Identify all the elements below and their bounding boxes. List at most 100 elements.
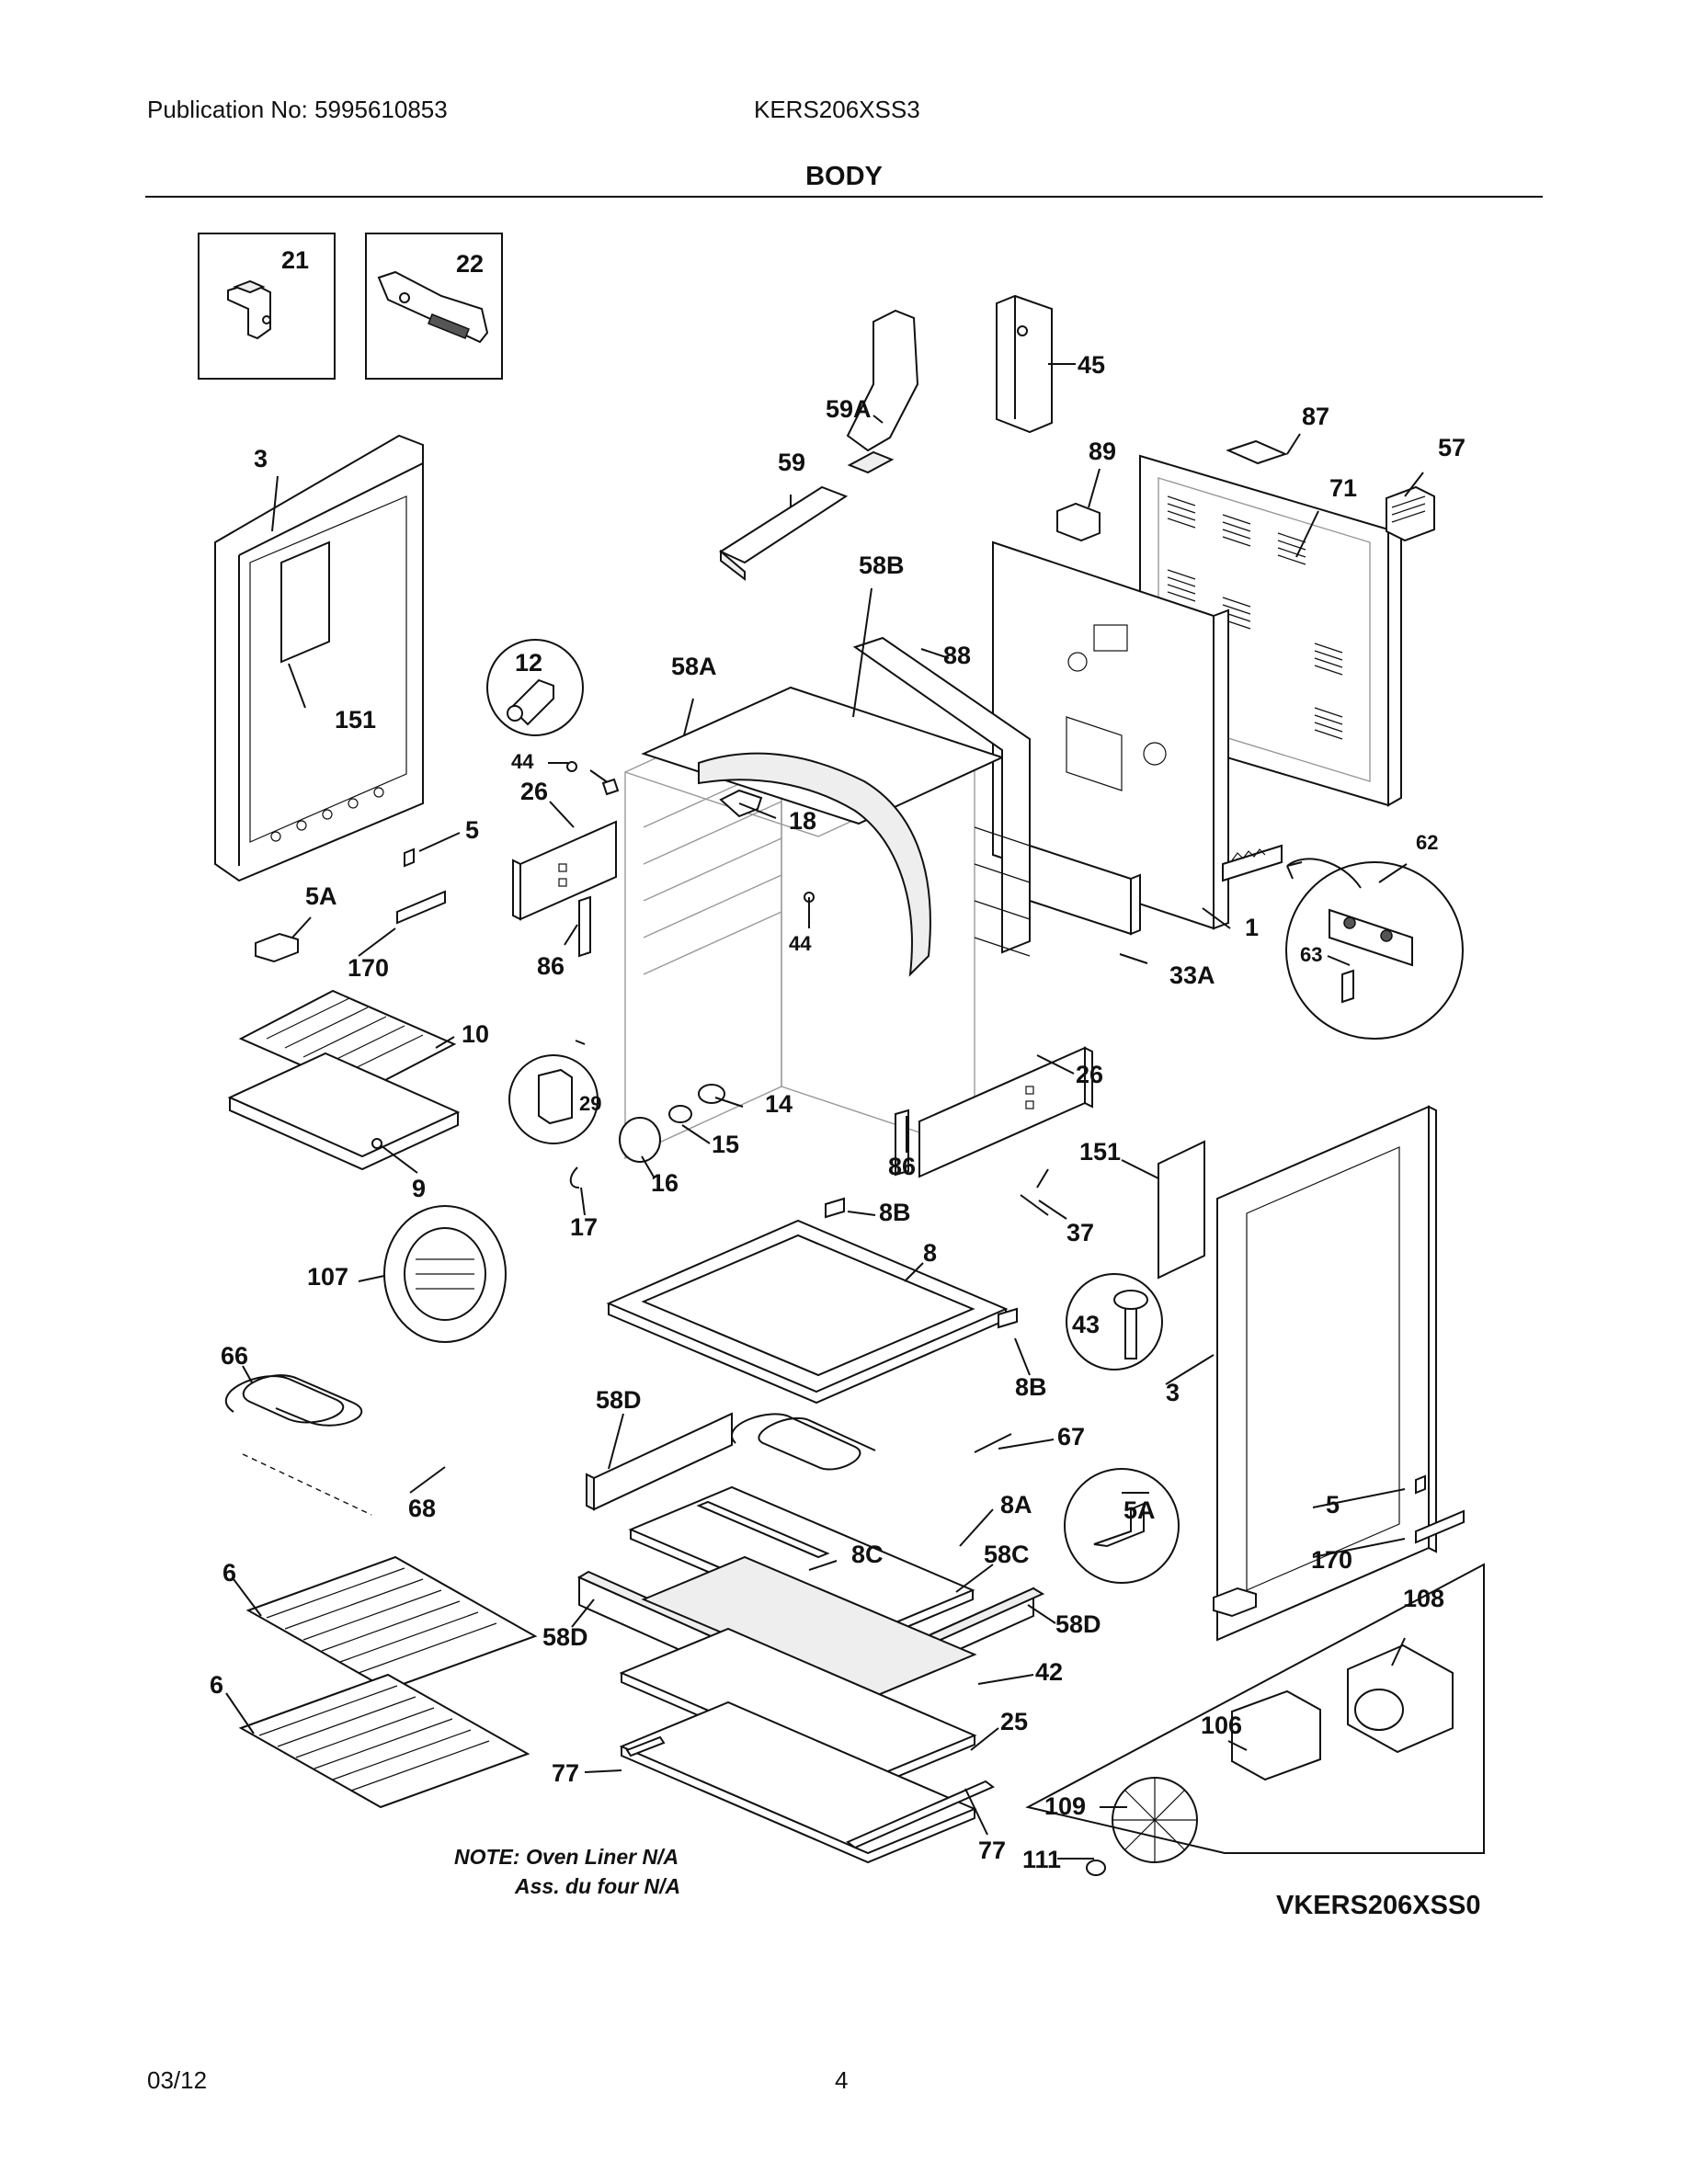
label-5-left: 5 [465, 816, 479, 844]
header-rule [145, 196, 1543, 198]
label-9: 9 [412, 1175, 426, 1202]
label-8B-bottom: 8B [1015, 1373, 1047, 1401]
part-86-right-strip [895, 1109, 909, 1177]
part-5A-inset-right [1064, 1468, 1180, 1584]
label-151-right: 151 [1079, 1138, 1121, 1166]
label-58B: 58B [859, 552, 905, 579]
label-15: 15 [712, 1131, 739, 1158]
part-44-screw-top [566, 761, 620, 796]
insulation-58B [852, 636, 1031, 954]
convection-fan-inset [1025, 1563, 1485, 1854]
part-77-right-rail [846, 1780, 995, 1849]
part-89-bracket [1056, 502, 1101, 542]
label-58A: 58A [671, 653, 717, 680]
part-8B-bracket-top [825, 1197, 845, 1219]
label-57: 57 [1438, 434, 1466, 461]
label-5-right: 5 [1326, 1491, 1340, 1519]
label-42: 42 [1035, 1658, 1063, 1686]
label-10: 10 [462, 1020, 489, 1048]
label-3-right: 3 [1166, 1379, 1180, 1406]
part-37-wire [1020, 1168, 1049, 1216]
label-29: 29 [579, 1092, 601, 1115]
rear-panel-71-vents [1167, 495, 1343, 740]
rear-panel-1 [992, 540, 1229, 930]
label-1: 1 [1245, 914, 1259, 941]
publication-number: Publication No: 5995610853 [147, 96, 448, 123]
label-67: 67 [1057, 1423, 1085, 1450]
label-16: 16 [651, 1169, 679, 1197]
side-bracket-26-right [918, 1046, 1093, 1178]
label-88: 88 [943, 642, 971, 669]
part-9-broil-pan [227, 1052, 461, 1171]
label-68: 68 [408, 1495, 436, 1522]
arrow-62 [1286, 858, 1362, 889]
label-58D-top: 58D [596, 1386, 642, 1414]
part-14-socket [698, 1084, 725, 1104]
label-45: 45 [1078, 351, 1105, 379]
note-ass-du-four: Ass. du four N/A [514, 1874, 680, 1898]
label-151-left: 151 [335, 706, 376, 734]
part-86-left-strip [578, 895, 591, 958]
insulation-58A [641, 686, 1005, 977]
part-62-terminal [1222, 844, 1283, 882]
label-5A-left: 5A [305, 882, 337, 910]
part-8-oven-bottom [606, 1219, 1009, 1405]
label-26-right: 26 [1076, 1061, 1103, 1088]
label-8A: 8A [1000, 1491, 1032, 1519]
label-89: 89 [1089, 438, 1116, 465]
part-43-inset [1066, 1273, 1163, 1371]
label-44-mid: 44 [789, 932, 812, 955]
label-86-left: 86 [537, 952, 565, 980]
part-6-rack-bottom [238, 1673, 530, 1809]
label-86-right: 86 [888, 1153, 916, 1180]
part-151-right-bracket [1158, 1140, 1205, 1280]
part-108-motor [1347, 1644, 1454, 1754]
part-29-inset [508, 1054, 599, 1144]
part-8C-bracket [696, 1500, 830, 1559]
part-87-plate [1226, 439, 1288, 465]
label-8C: 8C [851, 1541, 884, 1568]
label-37: 37 [1066, 1219, 1094, 1246]
label-106: 106 [1201, 1712, 1242, 1739]
label-18: 18 [789, 807, 816, 835]
door-panel-right [1216, 1105, 1437, 1642]
section-title: BODY [805, 162, 883, 191]
part-15-bulb [668, 1105, 692, 1123]
label-58C: 58C [984, 1541, 1030, 1568]
label-12: 12 [515, 649, 542, 677]
part-107-fan-cover [383, 1205, 507, 1343]
label-14: 14 [765, 1090, 793, 1118]
label-170-right: 170 [1311, 1546, 1352, 1574]
part-62-inset [1285, 861, 1464, 1040]
label-62: 62 [1416, 831, 1438, 854]
label-107: 107 [307, 1263, 348, 1291]
part-5-left-screw [404, 847, 415, 868]
part-8B-bracket-bottom [998, 1307, 1018, 1329]
page-number: 4 [835, 2066, 849, 2094]
part-22-box [365, 233, 503, 380]
label-8: 8 [923, 1239, 937, 1267]
label-58D-left: 58D [542, 1623, 588, 1651]
part-111-nut [1086, 1860, 1106, 1876]
label-77-right: 77 [978, 1837, 1006, 1864]
label-108: 108 [1403, 1585, 1444, 1612]
label-63: 63 [1300, 943, 1322, 966]
part-66-broil-element [224, 1374, 363, 1427]
part-170-right-hinge-clip [1415, 1509, 1465, 1544]
part-67-bake-element [731, 1413, 1012, 1471]
label-6-bottom: 6 [210, 1671, 223, 1699]
part-21-box [198, 233, 336, 380]
label-43: 43 [1072, 1311, 1100, 1338]
part-58D-top-block [586, 1412, 733, 1511]
label-3-left: 3 [254, 445, 268, 472]
leader-lines [225, 363, 1424, 1860]
label-8B-top: 8B [879, 1199, 911, 1226]
note-oven-liner: NOTE: Oven Liner N/A [454, 1845, 679, 1869]
label-71: 71 [1329, 474, 1357, 502]
label-5A-right: 5A [1123, 1496, 1156, 1524]
part-5A-right-hinge [1213, 1587, 1257, 1618]
label-59A: 59A [826, 395, 872, 423]
label-26-left: 26 [520, 778, 548, 805]
label-17: 17 [570, 1213, 598, 1241]
